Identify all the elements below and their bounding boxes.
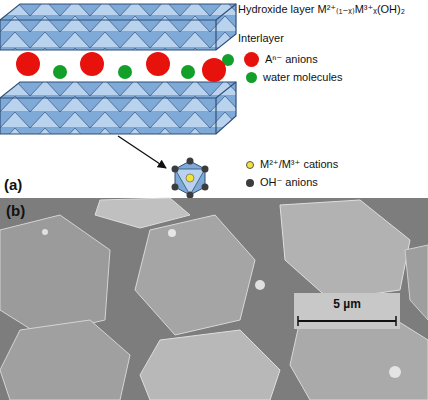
drawing-part [187, 158, 194, 165]
panel-letter: (b) [6, 202, 25, 220]
drawing-part [405, 245, 428, 320]
drawing-part [175, 161, 205, 195]
drawing-part [202, 166, 209, 173]
drawing-part [140, 330, 280, 400]
drawing-part [80, 52, 104, 76]
legend-swatch [244, 52, 259, 67]
scale-label: 5 µm [298, 297, 396, 311]
drawing-part [0, 198, 428, 400]
drawing-part [215, 98, 216, 134]
drawing-part [118, 65, 132, 79]
hydroxide-layer [0, 4, 236, 50]
drawing-part [0, 320, 130, 400]
hydroxide-layer [0, 82, 236, 134]
drawing-part [172, 184, 179, 191]
drawing-part [0, 82, 236, 98]
drawing-part [146, 52, 170, 76]
drawing-part [135, 215, 255, 335]
drawing-part [181, 65, 195, 79]
legend-text: OH⁻ anions [260, 176, 318, 189]
drawing-part [172, 166, 179, 173]
legend-row: M²⁺/M³⁺ cations [246, 158, 338, 171]
drawing-part [0, 215, 110, 335]
drawing-part [42, 229, 48, 235]
layer-formula: Hydroxide layer M²⁺₍₁₋ₓ₎M³⁺ₓ(OH)₂ [238, 3, 405, 16]
legend-text: water molecules [263, 71, 342, 83]
legend-swatch [246, 161, 254, 169]
legend-row: Aⁿ⁻ anions [244, 52, 318, 67]
legend-swatch [246, 72, 257, 83]
drawing-part [187, 192, 194, 199]
drawing-part [389, 366, 401, 378]
drawing-part [0, 4, 236, 20]
drawing-part [0, 82, 236, 134]
legend-row: OH⁻ anions [246, 176, 318, 189]
drawing-part [255, 280, 265, 290]
drawing-part [175, 169, 205, 195]
panel-a-ground [0, 0, 428, 198]
drawing-part [53, 65, 67, 79]
drawing-part [294, 293, 400, 329]
drawing-part [168, 229, 176, 237]
legend-text: M²⁺/M³⁺ cations [260, 158, 338, 171]
sem-image [0, 198, 428, 400]
drawing-part [395, 316, 397, 326]
region-label: Interlayer [238, 32, 284, 45]
drawing-part [16, 52, 40, 76]
pointer-arrow [118, 136, 166, 168]
octahedron-symbol [172, 158, 209, 199]
legend-text: Aⁿ⁻ anions [265, 53, 318, 66]
drawing-part [202, 58, 226, 82]
drawing-part [297, 316, 299, 326]
drawing-part [0, 4, 236, 50]
legend-swatch [246, 179, 254, 187]
drawing-part [215, 20, 216, 50]
drawing-part [202, 184, 209, 191]
drawing-part [280, 200, 410, 300]
drawing-part [186, 174, 194, 182]
interlayer-species [16, 52, 234, 82]
drawing-part [298, 320, 396, 322]
legend-row: water molecules [246, 71, 342, 83]
scale-bar [294, 293, 400, 329]
panel-letter: (a) [4, 176, 22, 194]
drawing-part [95, 198, 190, 228]
